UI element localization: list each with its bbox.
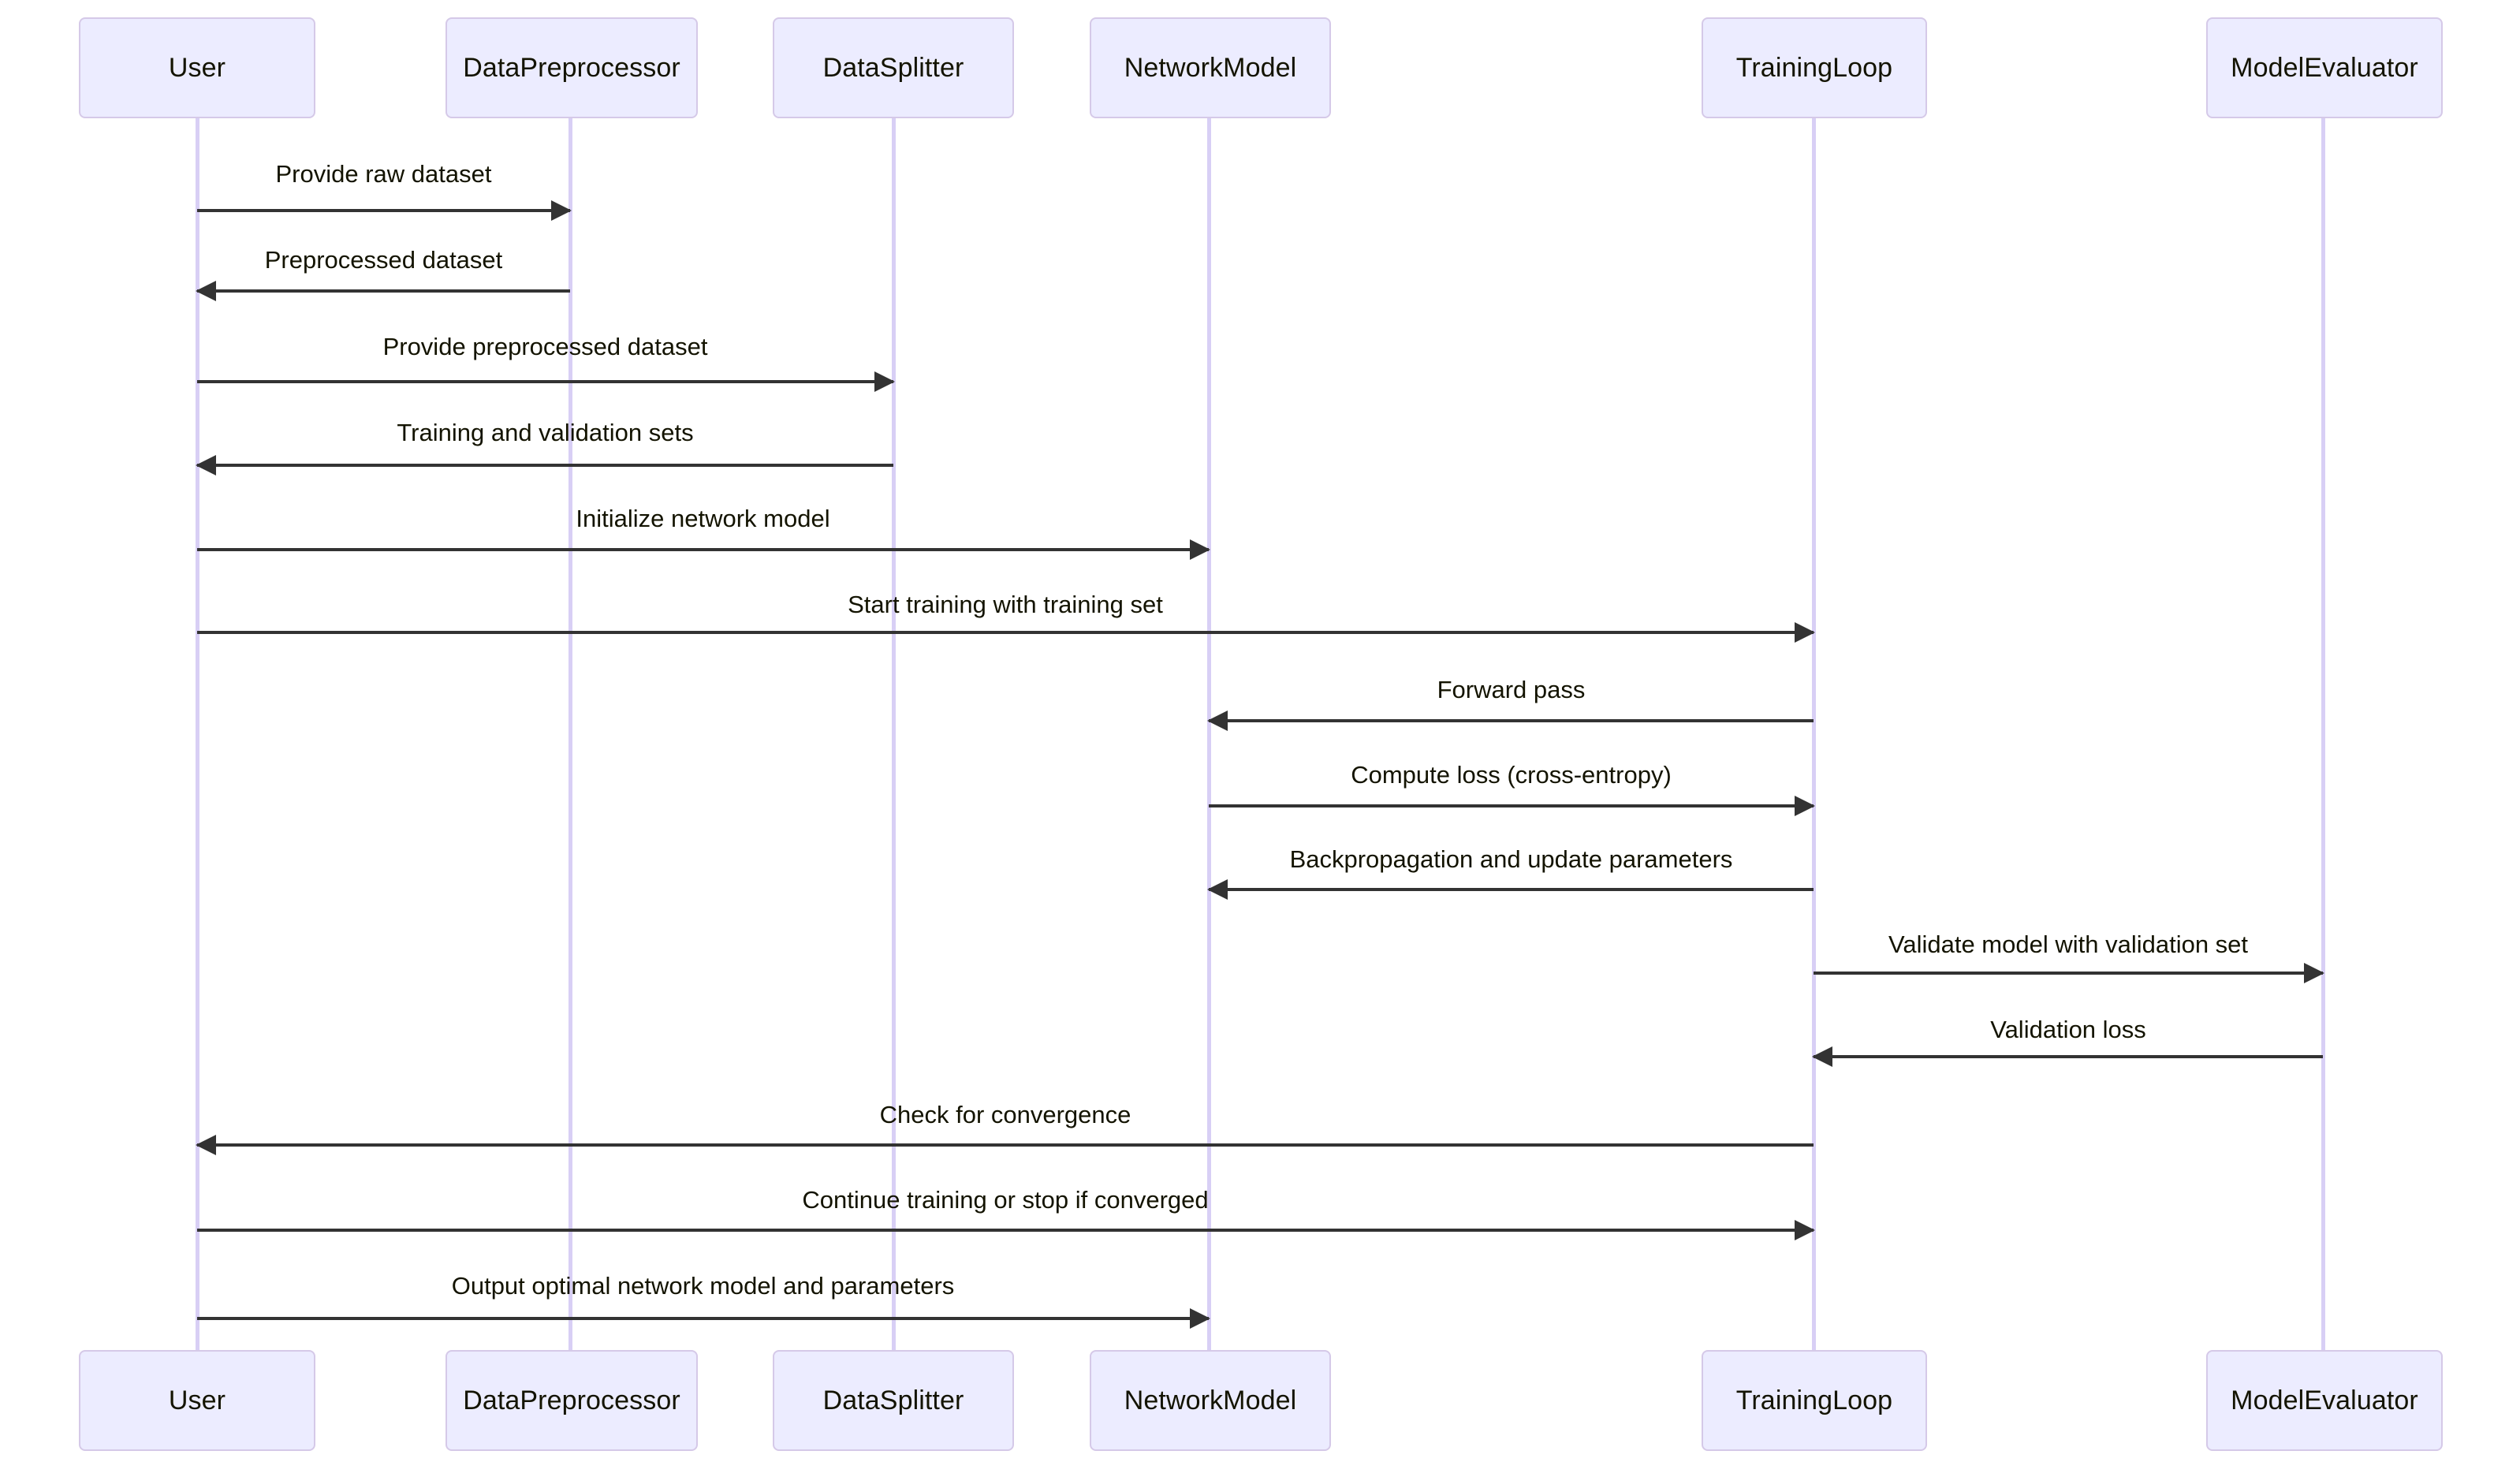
lifeline-networkmodel [1207, 118, 1211, 1350]
arrowhead-left [1812, 1046, 1832, 1067]
lifeline-datasplitter [892, 118, 896, 1350]
participant-trainingloop-top[interactable]: TrainingLoop [1702, 17, 1927, 118]
arrowhead-right [1795, 796, 1815, 816]
arrowhead-right [1190, 539, 1210, 560]
message-label-6: Start training with training set [848, 591, 1163, 618]
message-line [1814, 1055, 2323, 1058]
arrowhead-left [1207, 879, 1228, 900]
participant-networkmodel-bottom[interactable]: NetworkModel [1090, 1350, 1331, 1451]
message-label-12: Check for convergence [879, 1101, 1131, 1128]
arrowhead-left [1207, 710, 1228, 731]
message-line [197, 380, 893, 383]
participant-datasplitter-top[interactable]: DataSplitter [773, 17, 1014, 118]
message-label-8: Compute loss (cross-entropy) [1351, 761, 1672, 789]
message-line [1209, 804, 1814, 807]
participant-label: DataSplitter [822, 1385, 964, 1415]
participant-modelevaluator-top[interactable]: ModelEvaluator [2206, 17, 2443, 118]
message-line [1209, 888, 1814, 891]
message-line [197, 464, 893, 467]
message-label-14: Output optimal network model and paramet… [451, 1272, 955, 1300]
participant-modelevaluator-bottom[interactable]: ModelEvaluator [2206, 1350, 2443, 1451]
participant-label: User [168, 1385, 226, 1415]
participant-label: NetworkModel [1124, 1385, 1297, 1415]
message-line [1814, 972, 2323, 975]
lifeline-user [196, 118, 199, 1350]
participant-networkmodel-top[interactable]: NetworkModel [1090, 17, 1331, 118]
message-line [1209, 719, 1814, 722]
message-label-4: Training and validation sets [397, 419, 694, 446]
message-label-10: Validate model with validation set [1888, 931, 2249, 958]
participant-label: DataPreprocessor [463, 1385, 680, 1415]
participant-label: DataSplitter [822, 52, 964, 83]
participant-datasplitter-bottom[interactable]: DataSplitter [773, 1350, 1014, 1451]
arrowhead-right [1795, 1220, 1815, 1240]
participant-datapreprocessor-top[interactable]: DataPreprocessor [445, 17, 698, 118]
arrowhead-right [1190, 1308, 1210, 1329]
arrowhead-left [196, 455, 216, 476]
arrowhead-right [551, 200, 572, 221]
arrowhead-left [196, 281, 216, 301]
participant-label: NetworkModel [1124, 52, 1297, 83]
participant-label: TrainingLoop [1735, 52, 1893, 83]
message-line [197, 209, 570, 212]
arrowhead-right [874, 371, 895, 392]
participant-label: DataPreprocessor [463, 52, 680, 83]
lifeline-modelevaluator [2321, 118, 2325, 1350]
arrowhead-right [2304, 963, 2324, 983]
message-label-13: Continue training or stop if converged [802, 1186, 1209, 1214]
message-label-9: Backpropagation and update parameters [1289, 845, 1733, 873]
message-line [197, 1143, 1814, 1147]
lifeline-datapreprocessor [568, 118, 572, 1350]
participant-label: User [168, 52, 226, 83]
message-label-11: Validation loss [1990, 1016, 2146, 1043]
message-line [197, 1317, 1209, 1320]
lifeline-trainingloop [1812, 118, 1816, 1350]
participant-user-top[interactable]: User [79, 17, 315, 118]
participant-user-bottom[interactable]: User [79, 1350, 315, 1451]
participant-trainingloop-bottom[interactable]: TrainingLoop [1702, 1350, 1927, 1451]
participant-label: ModelEvaluator [2231, 52, 2418, 83]
message-line [197, 631, 1814, 634]
participant-label: ModelEvaluator [2231, 1385, 2418, 1415]
message-label-1: Provide raw dataset [275, 160, 492, 188]
message-label-5: Initialize network model [576, 505, 830, 532]
arrowhead-right [1795, 622, 1815, 643]
arrowhead-left [196, 1135, 216, 1155]
message-label-2: Preprocessed dataset [264, 246, 503, 274]
participant-datapreprocessor-bottom[interactable]: DataPreprocessor [445, 1350, 698, 1451]
message-line [197, 289, 570, 293]
message-label-7: Forward pass [1437, 676, 1586, 703]
message-line [197, 548, 1209, 551]
message-line [197, 1229, 1814, 1232]
message-label-3: Provide preprocessed dataset [382, 333, 708, 360]
participant-label: TrainingLoop [1735, 1385, 1893, 1415]
